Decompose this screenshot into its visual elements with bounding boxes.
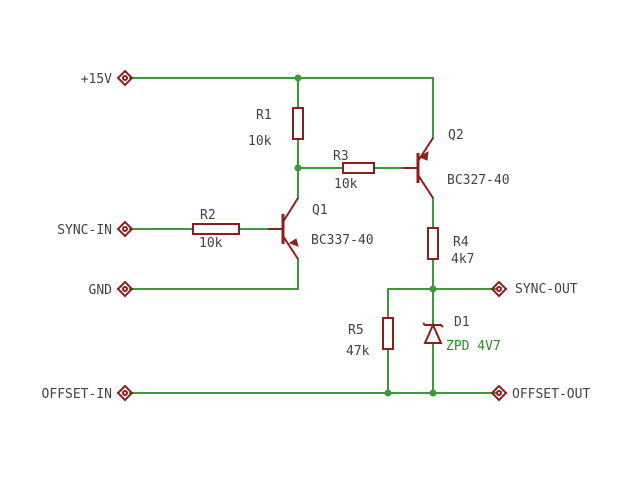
r2-ref-label: R2 [200,208,216,223]
port-15v-label: +15V [81,72,112,87]
port-sync-in-connector[interactable] [116,220,134,238]
resistor-r1[interactable] [292,107,304,140]
d1-ref-label: D1 [454,315,470,330]
r3-ref-label: R3 [333,149,349,164]
r1-ref-label: R1 [256,108,272,123]
port-15v-connector[interactable] [116,69,134,87]
labels: +15V SYNC-IN GND OFFSET-IN SYNC-OUT OFFS… [42,72,591,402]
r4-value-label: 4k7 [451,252,474,267]
port-offset-in-label: OFFSET-IN [42,387,112,402]
junction-dot [294,164,302,172]
r2-value-label: 10k [199,236,223,251]
port-sync-out-connector[interactable] [490,280,508,298]
port-sync-in-label: SYNC-IN [57,223,112,238]
q2-ref-label: Q2 [448,128,464,143]
transistor-q1-npn[interactable] [268,197,299,260]
junction-dot [384,389,392,397]
junction-dot [294,74,302,82]
r3-value-label: 10k [334,177,358,192]
junction-dot [429,285,437,293]
junctions [294,74,437,397]
wires [129,77,497,394]
port-connectors [116,69,508,402]
wire-gnd [129,258,299,290]
junction-dot [429,389,437,397]
r5-value-label: 47k [346,344,370,359]
q1-value-label: BC337-40 [311,233,374,248]
port-offset-out-label: OFFSET-OUT [512,387,590,402]
resistor-r3[interactable] [342,162,375,174]
q1-ref-label: Q1 [312,203,328,218]
zener-diode-d1[interactable] [422,322,444,344]
resistor-r5[interactable] [382,317,394,350]
r4-ref-label: R4 [453,235,469,250]
wire-15v-rail [129,77,434,139]
port-offset-out-connector[interactable] [490,384,508,402]
port-gnd-label: GND [89,283,113,298]
port-offset-in-connector[interactable] [116,384,134,402]
r5-ref-label: R5 [348,323,364,338]
resistor-r2[interactable] [192,223,240,235]
resistor-r4[interactable] [427,227,439,260]
q2-value-label: BC327-40 [447,173,510,188]
port-sync-out-label: SYNC-OUT [515,282,578,297]
port-gnd-connector[interactable] [116,280,134,298]
transistor-q2-pnp[interactable] [403,137,434,199]
r1-value-label: 10k [248,134,272,149]
d1-value-label: ZPD 4V7 [446,339,501,354]
